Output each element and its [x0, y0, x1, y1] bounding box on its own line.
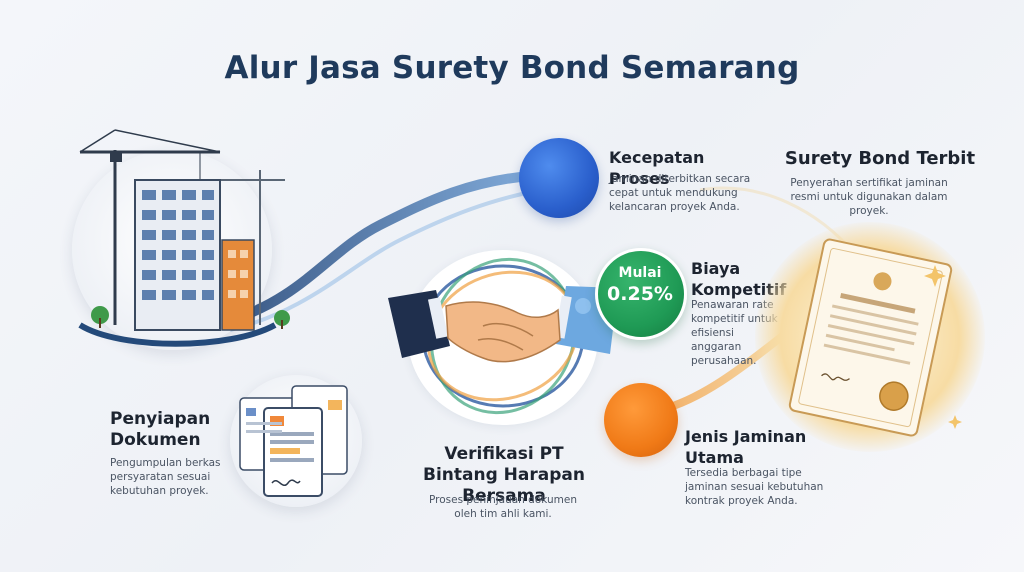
biaya-badge-line2: 0.25% — [607, 283, 673, 305]
terbit-desc: Penyerahan sertifikat jaminan resmi untu… — [790, 177, 948, 217]
jenis-title: Jenis Jaminan Utama — [685, 427, 807, 467]
handshake-icon — [388, 257, 618, 415]
terbit-title: Surety Bond Terbit — [784, 148, 976, 169]
kecepatan-desc: Jaminan diterbitkan secara cepat untuk m… — [609, 173, 751, 213]
documents-icon — [239, 385, 348, 497]
construction-icon — [78, 129, 290, 347]
certificate-icon — [788, 238, 962, 437]
page-title: Alur Jasa Surety Bond Semarang — [224, 50, 800, 86]
kecepatan-title: Kecepatan Proses — [609, 148, 705, 188]
biaya-badge — [595, 248, 687, 340]
dokumen-desc: Pengumpulan berkas persyaratan sesuai ke… — [110, 457, 221, 497]
verifikasi-title: Verifikasi PT Bintang Harapan Bersama — [423, 444, 585, 506]
jenis-circle — [604, 383, 678, 457]
verifikasi-desc: Proses peninjauan dokumen oleh tim ahli … — [428, 494, 578, 520]
jenis-desc: Tersedia berbagai tipe jaminan sesuai ke… — [685, 467, 824, 507]
kecepatan-circle — [519, 138, 599, 218]
biaya-badge-line1: Mulai — [618, 265, 662, 281]
dokumen-title: Penyiapan Dokumen — [110, 409, 211, 450]
